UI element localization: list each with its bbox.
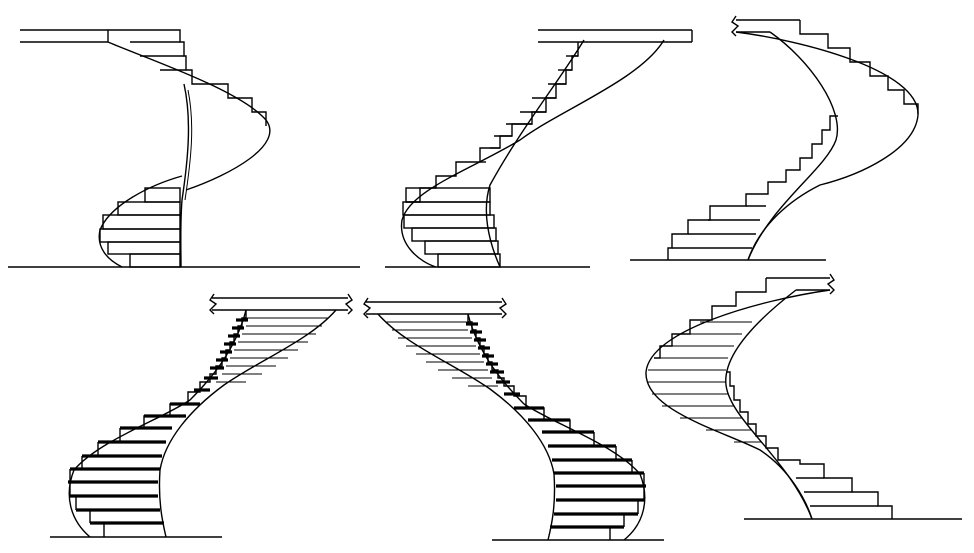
bold-treads — [68, 318, 248, 525]
tread — [424, 240, 499, 255]
tread — [403, 214, 495, 229]
tread-risers — [593, 432, 645, 540]
upper-steps-profile — [108, 29, 267, 126]
break-symbol — [826, 273, 835, 295]
lower-stringer — [98, 175, 183, 268]
inner-stringer — [377, 313, 556, 541]
outer-stringer — [735, 31, 919, 261]
spiral-stair-elevation-3 — [630, 15, 919, 261]
spiral-stair-elevation-5 — [363, 297, 664, 541]
break-symbol-left — [363, 297, 372, 319]
outer-stringer — [645, 289, 831, 520]
outer-stringer — [400, 39, 665, 268]
inner-stringer — [485, 39, 585, 268]
tread — [129, 253, 181, 268]
break-symbol — [731, 15, 740, 37]
tread — [144, 187, 181, 203]
outer-stringer — [467, 313, 646, 541]
inner-stringer — [158, 309, 337, 538]
spiral-stair-elevation-4 — [50, 293, 353, 538]
landing-hatch — [386, 321, 498, 387]
tread — [107, 241, 181, 255]
break-symbol-left — [209, 293, 218, 315]
top-landing — [20, 29, 109, 42]
center-column-inner — [184, 89, 193, 201]
steps-profile — [406, 42, 579, 203]
spiral-stair-elevation-6 — [645, 273, 962, 520]
inner-stringer — [747, 31, 839, 261]
spiral-stair-elevation-1 — [8, 29, 360, 268]
inner-stringer — [725, 289, 813, 520]
tread — [402, 201, 491, 216]
tread — [99, 228, 181, 243]
upper-steps-profile — [799, 20, 919, 114]
tread-risers — [69, 428, 121, 537]
outer-stringer — [107, 41, 271, 191]
tread — [437, 253, 501, 268]
hatch-lines — [648, 321, 762, 443]
center-column — [180, 83, 190, 268]
tread — [405, 187, 491, 203]
tread — [102, 214, 181, 230]
bold-treads — [466, 322, 646, 529]
tread — [411, 227, 497, 242]
upper-steps-profile — [654, 278, 767, 359]
outer-stringer — [68, 309, 247, 538]
break-symbol-right — [498, 297, 507, 319]
spiral-stair-elevation-2 — [385, 29, 693, 268]
break-symbol-right — [344, 293, 353, 315]
tread — [117, 201, 181, 216]
lower-steps-profile — [667, 115, 838, 260]
